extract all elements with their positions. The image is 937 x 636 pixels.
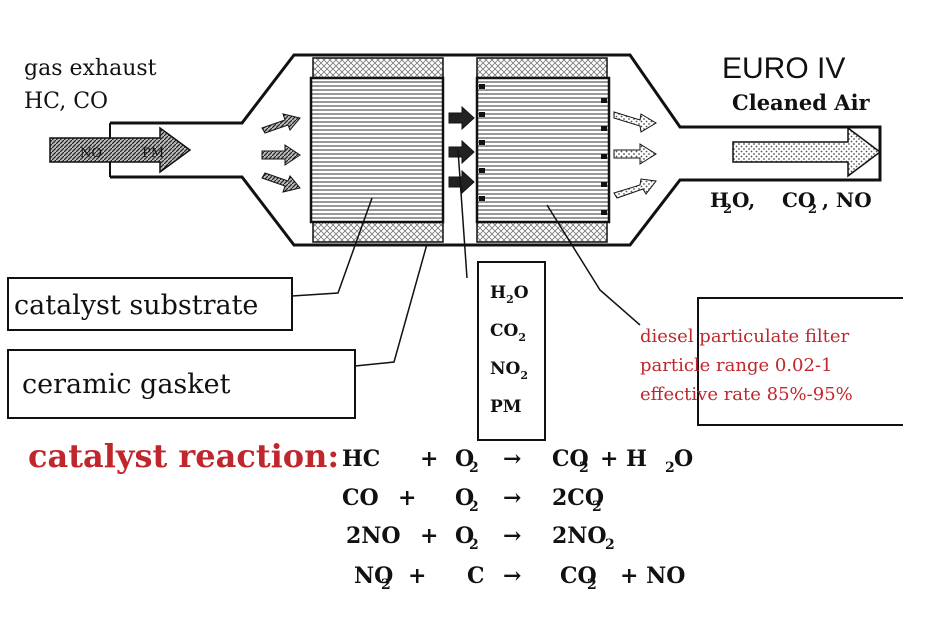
inlet-label-line1: gas exhaust [24,56,157,81]
reaction-equations: HC + O 2 → CO 2 + H 2 O CO + O 2 → 2CO 2… [342,446,693,593]
filter-plug [479,196,485,201]
r1-product-d-end: O [674,446,693,472]
outlet-arrow [732,126,882,178]
r3-arrow: → [503,523,521,549]
r1-plus: + [420,446,438,472]
r2-reactant-a: CO [342,485,379,511]
leader-gas-list [457,149,468,279]
outlet-h2o-end: O, [732,188,755,212]
flow-arrows-inlet [261,113,301,193]
filter-info-line3: effective rate 85%-95% [640,384,853,405]
gasket-top-right [476,57,608,79]
r1-reactant-b: O [455,446,474,472]
r3-product-c-sub: 2 [605,537,615,553]
r2-reactant-b-sub: 2 [469,499,479,515]
filter-info-line2: particle range 0.02-1 [640,355,833,376]
outlet-h2o: H [710,188,729,212]
gasket-bottom-right [476,221,608,243]
r2-plus: + [398,485,416,511]
outlet-h2o-sub: 2 [723,202,732,217]
r4-arrow: → [503,563,521,589]
r4-product-c-sub: 2 [587,577,597,593]
filter-plug [479,112,485,117]
outlet-products: H 2 O, CO 2 , NO [710,188,872,217]
r2-arrow: → [503,485,521,511]
r1-product-c: CO [552,446,589,472]
r3-plus: + [420,523,438,549]
r4-reactant-b: C [467,563,485,589]
cleaned-air-label: Cleaned Air [732,90,871,115]
outlet-no: , NO [822,188,872,212]
r3-reactant-b-sub: 2 [469,537,479,553]
gas-list-item: CO2 [490,321,526,344]
r3-reactant-a: 2NO [346,523,401,549]
inlet-arrow-label-left: NO [80,146,102,161]
particulate-filter-block [475,76,611,224]
filter-info-box [697,297,903,426]
r1-reactant-b-sub: 2 [469,460,479,476]
gas-list-item: NO2 [490,359,528,382]
filter-plug [601,154,607,159]
filter-plugs [479,84,607,215]
r1-reactant-a: HC [342,446,380,472]
filter-plug [601,182,607,187]
r2-product-c: 2CO [552,485,604,511]
inlet-label-line2: HC, CO [24,89,108,114]
gas-list-item: H2O [490,283,529,306]
r1-product-d: + H [600,446,647,472]
euro-standard-label: EURO IV [722,52,845,85]
filter-plug [601,98,607,103]
gasket-label-box [7,349,356,419]
r4-product-d: + NO [620,563,685,589]
flow-arrows-outlet [613,111,657,199]
r4-product-c: CO [560,563,597,589]
r1-product-c-sub: 2 [579,460,589,476]
filter-plug [479,140,485,145]
r3-reactant-b: O [455,523,474,549]
inlet-arrow [49,126,192,174]
outlet-co2: CO [782,188,815,212]
filter-plug [601,210,607,215]
r3-product-c: 2NO [552,523,607,549]
r4-reactant-a: NO [354,563,393,589]
leader-filter [546,204,641,326]
gasket-top-left [312,57,444,79]
gasket-label: ceramic gasket [22,369,231,400]
gasket-bottom-left [312,221,444,243]
r2-product-c-sub: 2 [592,499,602,515]
filter-plug [601,126,607,131]
r2-reactant-b: O [455,485,474,511]
leader-gasket [354,243,428,367]
substrate-label-box [7,277,293,331]
gas-list-item: PM [490,397,522,417]
r4-reactant-a-sub: 2 [381,577,391,593]
leader-substrate [291,197,373,297]
inlet-arrow-label-right: PM [142,146,164,161]
reaction-title: catalyst reaction: [28,437,339,475]
r4-plus: + [408,563,426,589]
catalyst-substrate-block [309,76,445,224]
flow-arrows-middle [448,105,475,195]
filter-info-line1: diesel particulate filter [640,326,850,347]
outlet-co2-sub: 2 [808,202,817,217]
gas-list-box [477,261,546,441]
filter-plug [479,84,485,89]
substrate-label: catalyst substrate [14,290,258,321]
r1-arrow: → [503,446,521,472]
filter-plug [479,168,485,173]
r1-product-d-sub: 2 [665,460,675,476]
